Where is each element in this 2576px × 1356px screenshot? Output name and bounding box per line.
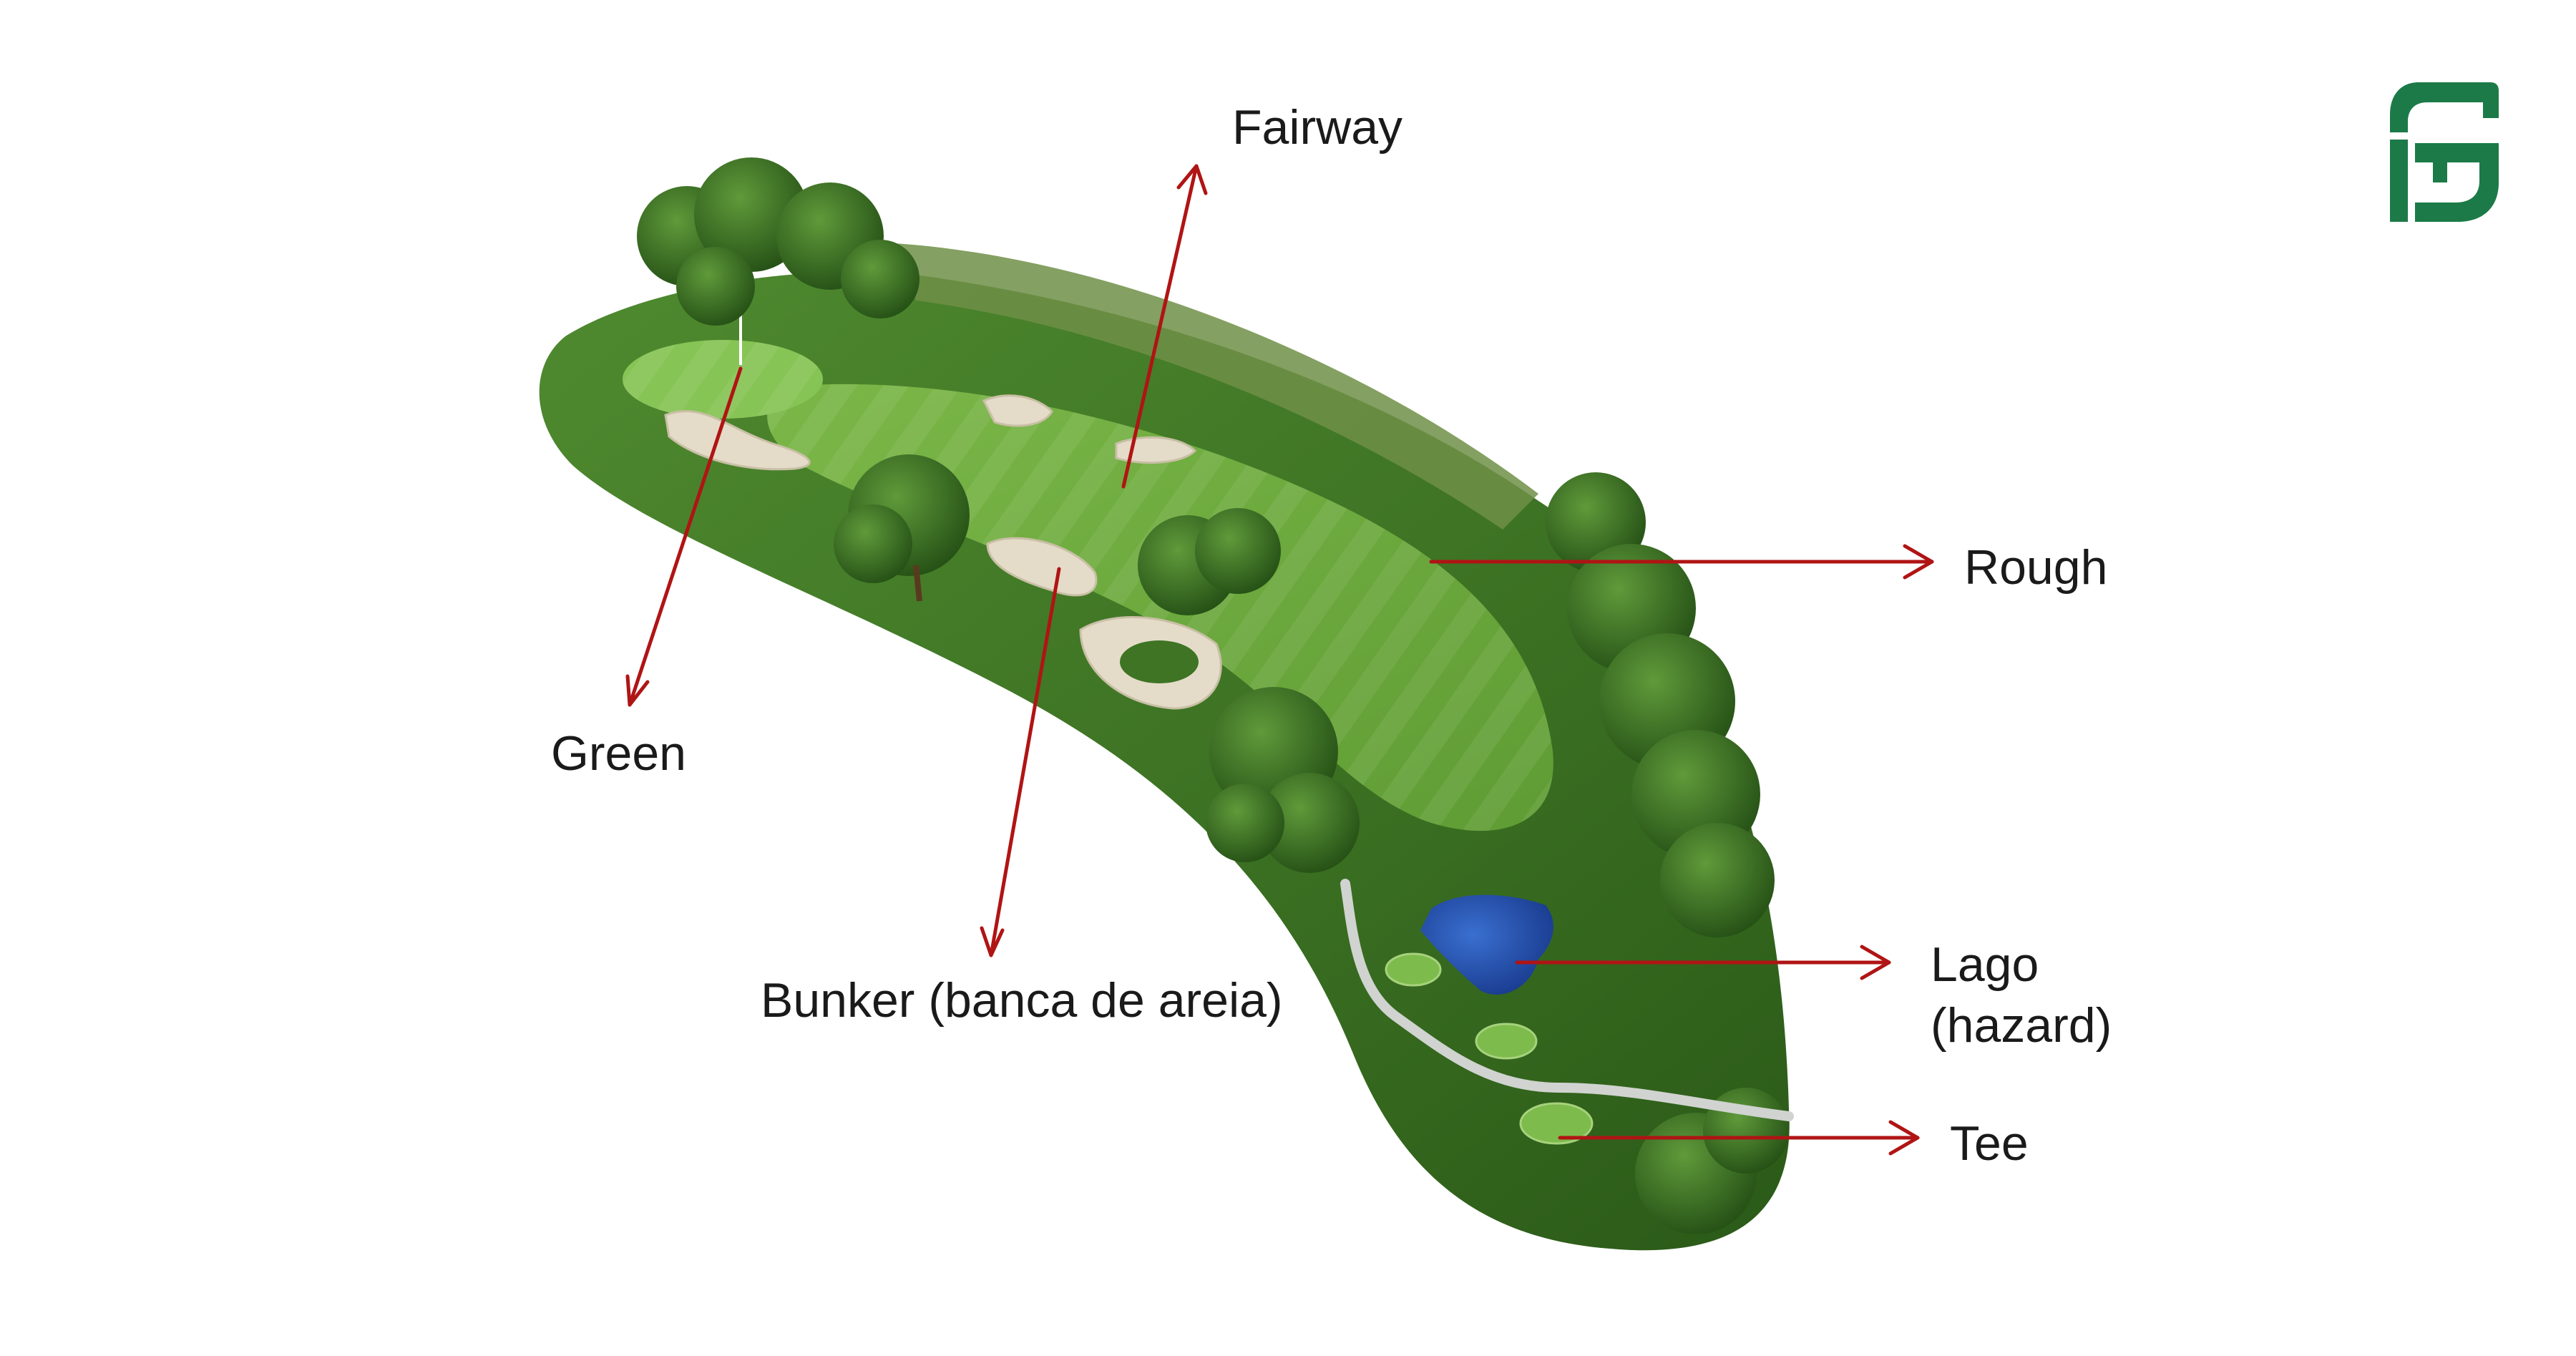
tee-box-2 bbox=[1475, 1023, 1538, 1060]
bunker-4 bbox=[986, 537, 1098, 597]
tall-grass-edge bbox=[894, 243, 1538, 530]
rough-label: Rough bbox=[1964, 540, 2108, 595]
bunkers bbox=[664, 394, 1222, 710]
green-label: Green bbox=[551, 726, 686, 781]
tee-box-3 bbox=[1519, 1102, 1594, 1145]
course-rough-area bbox=[539, 271, 1790, 1251]
tree-center bbox=[1138, 508, 1281, 615]
fairway-arrow bbox=[1121, 164, 1208, 489]
bunker-3 bbox=[1115, 436, 1197, 464]
tee-arrow bbox=[1558, 1120, 1920, 1156]
lake-arrow bbox=[1515, 945, 1891, 980]
tee-label: Tee bbox=[1950, 1116, 2029, 1171]
green-arrow bbox=[625, 366, 743, 707]
lago-label-line1: Lago bbox=[1931, 937, 2039, 992]
tee-box-1 bbox=[1385, 952, 1442, 987]
lago-label-line2: (hazard) bbox=[1931, 998, 2112, 1053]
trees bbox=[637, 157, 1789, 1234]
tree-cluster-back bbox=[637, 157, 919, 326]
rough-arrow bbox=[1429, 544, 1934, 580]
cart-path bbox=[1340, 879, 1794, 1121]
lake-water-hazard bbox=[1420, 894, 1553, 995]
fg-monogram-logo-icon bbox=[2390, 82, 2499, 222]
tree-cluster-right bbox=[1546, 472, 1775, 937]
bunker-label: Bunker (banca de areia) bbox=[761, 973, 1283, 1028]
tee-boxes bbox=[1385, 952, 1594, 1145]
tree-center-left bbox=[834, 454, 970, 602]
bunker-arrow bbox=[980, 567, 1061, 957]
tree-mid bbox=[1206, 687, 1360, 873]
fairway-label: Fairway bbox=[1232, 100, 1403, 155]
bunker-2 bbox=[982, 394, 1053, 427]
